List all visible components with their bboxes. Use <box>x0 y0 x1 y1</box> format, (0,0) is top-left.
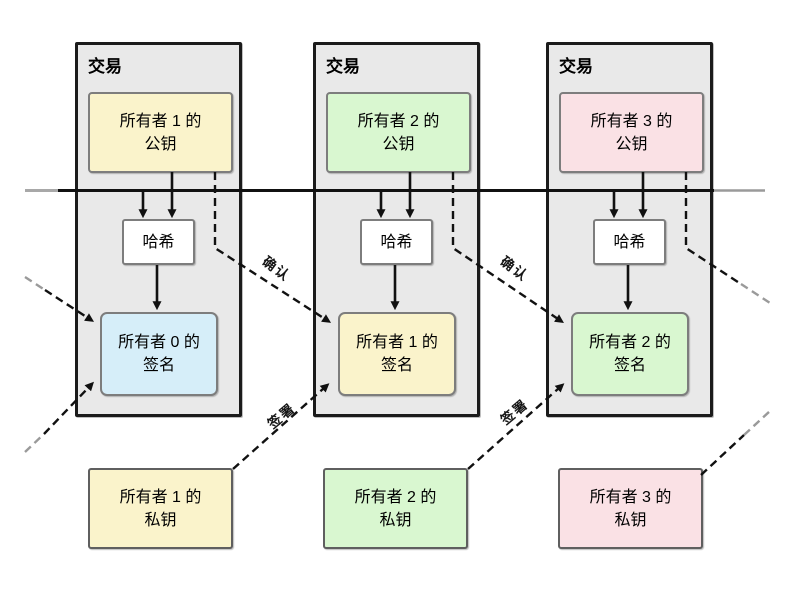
owner3-private-key-line2: 私钥 <box>614 511 647 529</box>
hash-box-3: 哈希 <box>593 219 666 265</box>
owner2-signature-box: 所有者 2 的 签名 <box>571 312 689 396</box>
owner2-public-key-box: 所有者 2 的 公钥 <box>326 92 471 173</box>
owner1-private-key-line1: 所有者 1 的 <box>119 488 202 506</box>
owner1-public-key-box: 所有者 1 的 公钥 <box>88 92 233 173</box>
owner0-signature-line1: 所有者 0 的 <box>118 334 200 351</box>
owner0-signature-line2: 签名 <box>142 357 175 374</box>
owner2-public-key-line2: 公钥 <box>382 135 415 153</box>
sign-arrow-0-fade <box>24 433 45 453</box>
transaction-1-title: 交易 <box>88 57 122 76</box>
owner2-private-key-line2: 私钥 <box>379 511 412 529</box>
verify-arrow-0-fade <box>24 275 46 292</box>
sign-label-1: 签署 <box>264 400 299 432</box>
sign-arrow-3 <box>700 434 745 476</box>
transaction-box-2: 交易 所有者 2 的 公钥 哈希 所有者 1 的 签名 <box>313 42 480 417</box>
owner1-signature-box: 所有者 1 的 签名 <box>338 312 456 396</box>
owner2-private-key-line1: 所有者 2 的 <box>354 488 437 506</box>
owner2-public-key-line1: 所有者 2 的 <box>357 112 440 130</box>
owner1-public-key-line1: 所有者 1 的 <box>119 112 202 130</box>
owner3-private-key-box: 所有者 3 的 私钥 <box>558 468 703 549</box>
hash-2-label: 哈希 <box>380 233 413 251</box>
hash-box-2: 哈希 <box>360 219 433 265</box>
owner2-private-key-box: 所有者 2 的 私钥 <box>323 468 468 549</box>
hash-1-label: 哈希 <box>142 233 175 251</box>
sign-arrow-1 <box>232 383 330 470</box>
owner2-signature-line1: 所有者 2 的 <box>589 334 671 351</box>
owner3-private-key-line1: 所有者 3 的 <box>589 488 672 506</box>
owner3-public-key-line2: 公钥 <box>615 135 648 153</box>
verify-label-1: 确认 <box>259 253 294 285</box>
verify-arrow-3-fade <box>740 282 771 305</box>
owner3-public-key-line1: 所有者 3 的 <box>590 112 673 130</box>
owner3-public-key-box: 所有者 3 的 公钥 <box>559 92 704 173</box>
owner0-signature-box: 所有者 0 的 签名 <box>100 312 218 396</box>
transaction-2-title: 交易 <box>326 57 360 76</box>
sign-label-2: 签署 <box>497 396 532 428</box>
owner1-signature-line2: 签名 <box>380 357 413 374</box>
verify-label-2: 确认 <box>497 253 532 285</box>
transaction-box-3: 交易 所有者 3 的 公钥 哈希 所有者 2 的 签名 <box>546 42 713 417</box>
hash-3-label: 哈希 <box>613 233 646 251</box>
owner1-private-key-line2: 私钥 <box>144 511 177 529</box>
hash-box-1: 哈希 <box>122 219 195 265</box>
transaction-3-title: 交易 <box>559 57 593 76</box>
transaction-box-1: 交易 所有者 1 的 公钥 哈希 所有者 0 的 签名 <box>75 42 242 417</box>
sign-arrow-3-fade <box>743 410 771 436</box>
owner1-private-key-box: 所有者 1 的 私钥 <box>88 468 233 549</box>
owner1-public-key-line2: 公钥 <box>144 135 177 153</box>
owner1-signature-line1: 所有者 1 的 <box>356 334 438 351</box>
owner2-signature-line2: 签名 <box>613 357 646 374</box>
